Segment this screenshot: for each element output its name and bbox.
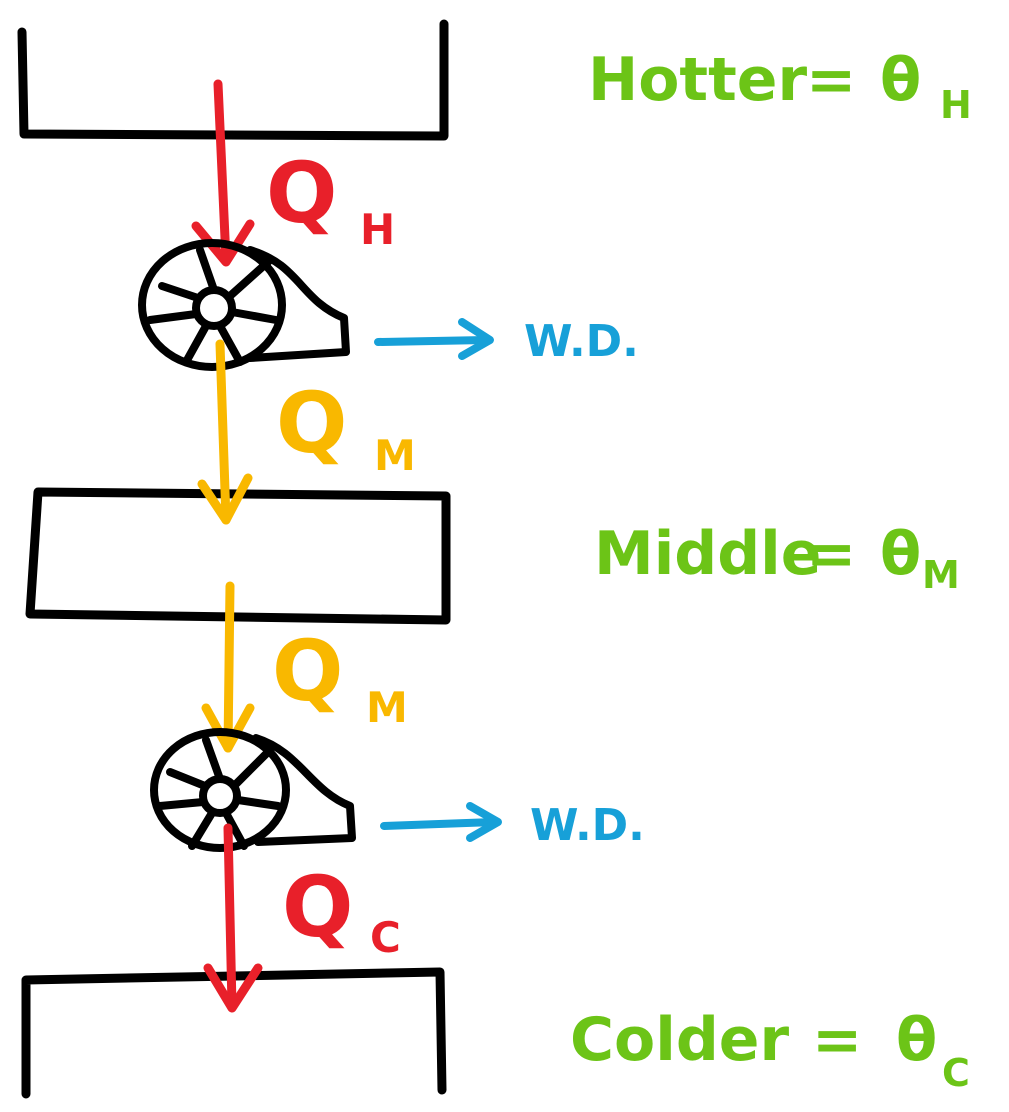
- turbine-icon: [150, 728, 356, 852]
- svg-text:=: =: [806, 519, 856, 589]
- turbine-icon: [138, 239, 350, 371]
- q-h-subscript: H: [360, 205, 395, 254]
- svg-text:θ: θ: [896, 1005, 937, 1075]
- q-c-arrow: [203, 823, 263, 1013]
- cold-reservoir-label: Colder = θ C: [570, 1005, 970, 1095]
- svg-text:Hotter: Hotter: [588, 45, 807, 115]
- q-m-bottom-label: Q: [272, 622, 343, 720]
- work-arrow-bottom: [380, 802, 502, 842]
- q-m-arrow-bottom: [201, 581, 255, 753]
- svg-text:=: =: [806, 45, 856, 115]
- middle-reservoir: [25, 487, 451, 625]
- q-m-arrow-top: [197, 339, 253, 525]
- svg-text:Colder: Colder: [570, 1005, 789, 1075]
- svg-text:H: H: [940, 83, 972, 127]
- svg-text:M: M: [922, 553, 960, 597]
- work-label-bottom: W.D.: [530, 800, 645, 851]
- svg-text:C: C: [942, 1051, 970, 1095]
- work-label-top: W.D.: [524, 316, 639, 367]
- q-h-label: Q: [266, 144, 337, 242]
- q-m-top-label: Q: [276, 374, 347, 472]
- svg-text:=: =: [812, 1005, 862, 1075]
- q-c-subscript: C: [370, 913, 401, 962]
- q-m-top-subscript: M: [374, 431, 416, 480]
- middle-reservoir-label: Middle = θ M: [594, 519, 960, 597]
- svg-text:θ: θ: [880, 519, 921, 589]
- q-c-label: Q: [282, 858, 353, 956]
- hot-reservoir-label: Hotter = θ H: [588, 45, 972, 127]
- svg-text:θ: θ: [880, 45, 921, 115]
- work-arrow-top: [374, 318, 494, 360]
- svg-text:Middle: Middle: [594, 519, 821, 589]
- hot-reservoir: [17, 19, 449, 141]
- q-h-arrow: [191, 79, 255, 267]
- q-m-bottom-subscript: M: [366, 683, 408, 732]
